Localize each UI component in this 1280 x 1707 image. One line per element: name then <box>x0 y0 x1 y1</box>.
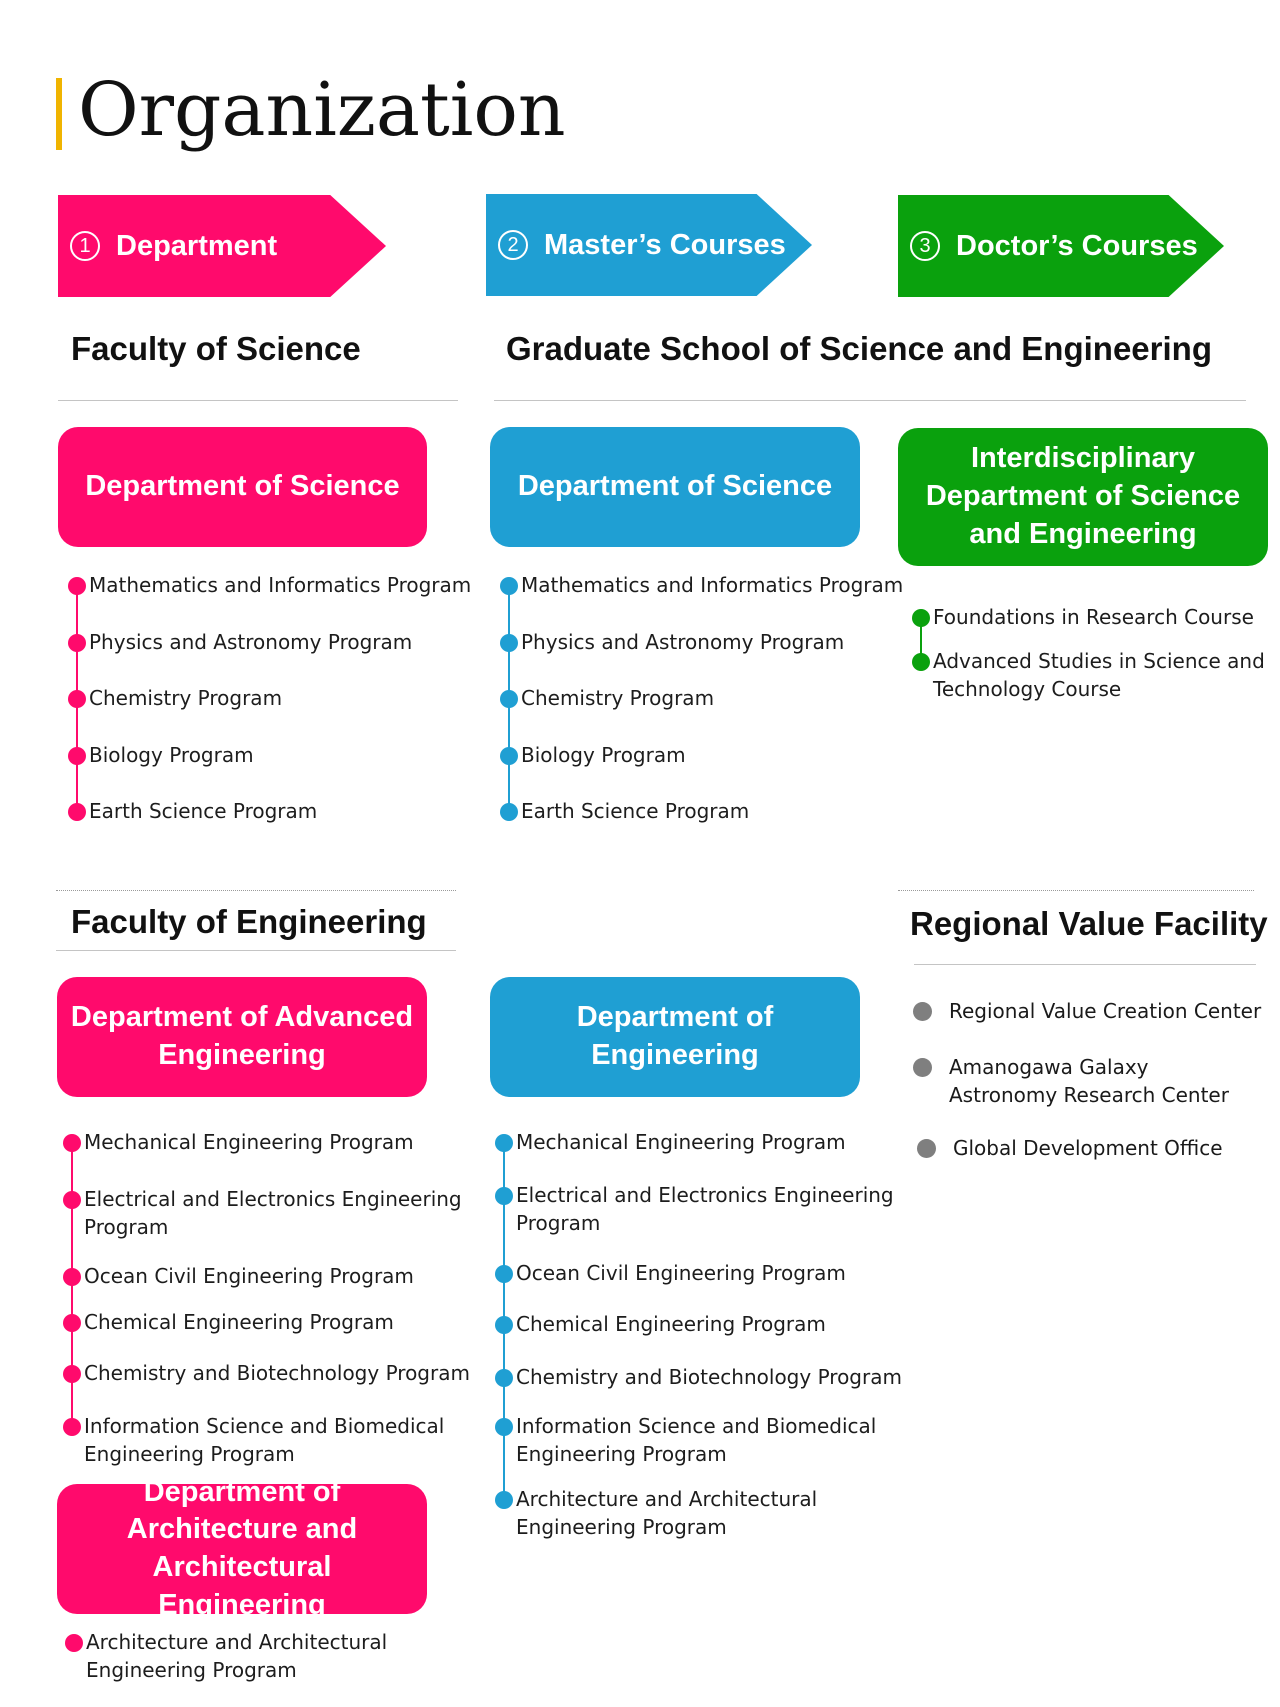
grad-science-program-list: Mathematics and Informatics Program Phys… <box>500 571 920 831</box>
grad-dept-science-box: Department of Science <box>490 427 860 547</box>
bullet-dot <box>63 1314 81 1332</box>
bullet-dot <box>913 1002 932 1021</box>
list-item: Architecture and Architectural Engineeri… <box>65 1628 387 1684</box>
list-item: Electrical and Electronics Engineering P… <box>63 1185 462 1241</box>
list-item: Chemistry Program <box>500 684 714 712</box>
dept-architecture-box: Department of Architecture and Architect… <box>57 1476 427 1621</box>
bullet-dot <box>68 690 86 708</box>
list-item: Mathematics and Informatics Program <box>500 571 903 599</box>
list-item: Advanced Studies in Science and Technolo… <box>912 647 1265 703</box>
list-item: Earth Science Program <box>500 797 749 825</box>
arrow-department-label: Department <box>116 229 278 262</box>
list-item: Chemical Engineering Program <box>63 1308 394 1336</box>
bullet-dot <box>68 803 86 821</box>
divider <box>58 400 458 401</box>
bullet-dot <box>63 1134 81 1152</box>
bullet-dot <box>495 1316 513 1334</box>
bullet-dot <box>63 1191 81 1209</box>
bullet-dot <box>63 1365 81 1383</box>
bullet-dot <box>495 1134 513 1152</box>
regional-item: Global Development Office <box>917 1134 1223 1162</box>
list-item: Electrical and Electronics Engineering P… <box>495 1181 894 1237</box>
bullet-dot <box>913 1058 932 1077</box>
list-item: Biology Program <box>68 741 254 769</box>
list-item: Mathematics and Informatics Program <box>68 571 471 599</box>
arrow-department: 1 Department <box>58 195 386 297</box>
bullet-dot <box>63 1268 81 1286</box>
page-title: Organization <box>78 67 566 153</box>
faculty-science-heading: Faculty of Science <box>71 330 361 367</box>
divider <box>914 964 1256 965</box>
circle-number-1: 1 <box>70 231 100 261</box>
divider <box>494 400 1246 401</box>
arrow-masters-label: Master’s Courses <box>544 228 786 261</box>
list-item: Physics and Astronomy Program <box>68 628 412 656</box>
list-item: Ocean Civil Engineering Program <box>63 1262 414 1290</box>
arrow-doctors-label: Doctor’s Courses <box>956 229 1198 262</box>
arrow-doctors: 3 Doctor’s Courses <box>898 195 1224 297</box>
bullet-dot <box>65 1634 83 1652</box>
list-item: Ocean Civil Engineering Program <box>495 1259 846 1287</box>
bullet-dot <box>912 653 930 671</box>
list-item: Mechanical Engineering Program <box>495 1128 846 1156</box>
bullet-dot <box>917 1139 936 1158</box>
science-program-list: Mathematics and Informatics Program Phys… <box>68 571 488 831</box>
list-item: Chemistry and Biotechnology Program <box>495 1363 902 1391</box>
dotted-divider <box>898 890 1254 891</box>
list-item: Chemical Engineering Program <box>495 1310 826 1338</box>
grad-school-heading: Graduate School of Science and Engineeri… <box>506 330 1212 367</box>
bullet-dot <box>495 1265 513 1283</box>
list-item: Physics and Astronomy Program <box>500 628 844 656</box>
list-item: Information Science and Biomedical Engin… <box>495 1412 876 1468</box>
list-item: Mechanical Engineering Program <box>63 1128 414 1156</box>
doctor-course-list: Foundations in Research Course Advanced … <box>912 603 1272 713</box>
bullet-dot <box>63 1418 81 1436</box>
list-item: Chemistry and Biotechnology Program <box>63 1359 470 1387</box>
bullet-dot <box>500 747 518 765</box>
dotted-divider <box>56 890 456 891</box>
grad-dept-engineering-box: Department of Engineering <box>490 977 860 1097</box>
regional-item: Regional Value Creation Center <box>913 997 1261 1025</box>
circle-number-2: 2 <box>498 230 528 260</box>
divider <box>56 950 456 951</box>
bullet-dot <box>912 609 930 627</box>
list-connector <box>920 617 922 661</box>
bullet-dot <box>68 577 86 595</box>
grad-engineering-program-list: Mechanical Engineering Program Electrica… <box>495 1128 915 1548</box>
faculty-engineering-heading: Faculty of Engineering <box>71 903 427 940</box>
bullet-dot <box>500 577 518 595</box>
list-item: Chemistry Program <box>68 684 282 712</box>
title-accent-bar <box>56 78 62 150</box>
regional-item: Amanogawa Galaxy Astronomy Research Cent… <box>913 1053 1229 1109</box>
bullet-dot <box>495 1491 513 1509</box>
regional-heading: Regional Value Facility <box>910 905 1268 942</box>
list-item: Information Science and Biomedical Engin… <box>63 1412 444 1468</box>
list-item: Foundations in Research Course <box>912 603 1254 631</box>
bullet-dot <box>495 1187 513 1205</box>
architecture-program-list: Architecture and Architectural Engineeri… <box>65 1628 485 1698</box>
interdisciplinary-dept-box: Interdisciplinary Department of Science … <box>898 428 1268 566</box>
dept-advanced-engineering-box: Department of Advanced Engineering <box>57 977 427 1097</box>
list-item: Biology Program <box>500 741 686 769</box>
bullet-dot <box>495 1418 513 1436</box>
arrow-masters: 2 Master’s Courses <box>486 194 812 296</box>
list-item: Architecture and Architectural Engineeri… <box>495 1485 817 1541</box>
bullet-dot <box>500 690 518 708</box>
bullet-dot <box>68 634 86 652</box>
circle-number-3: 3 <box>910 231 940 261</box>
bullet-dot <box>68 747 86 765</box>
bullet-dot <box>500 803 518 821</box>
bullet-dot <box>500 634 518 652</box>
dept-science-box: Department of Science <box>58 427 427 547</box>
advanced-engineering-program-list: Mechanical Engineering Program Electrica… <box>63 1128 483 1473</box>
bullet-dot <box>495 1369 513 1387</box>
list-item: Earth Science Program <box>68 797 317 825</box>
